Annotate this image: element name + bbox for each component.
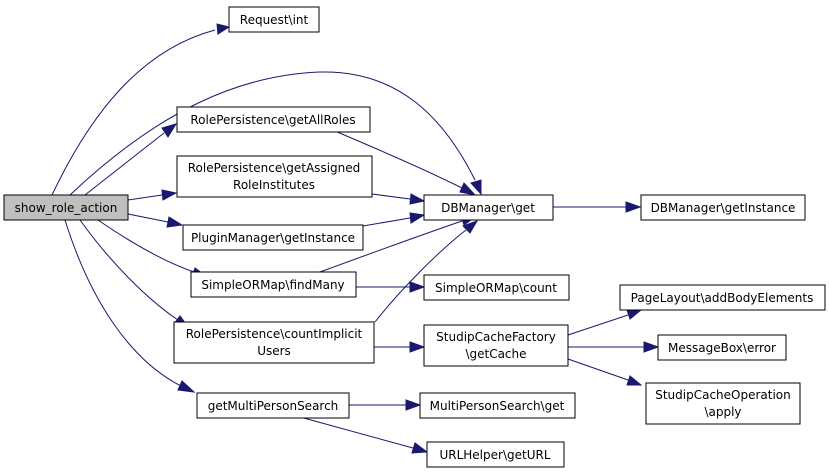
node-label: StudipCacheOperation [655,388,791,402]
edge-root-to-get-all-roles [84,132,165,196]
edge-cache-factory-to-cache-op [567,358,629,381]
edge-arrowhead [643,341,660,353]
edge-arrowhead [216,23,231,35]
edge-arrowhead [405,399,422,411]
node-label: PageLayout\addBodyElements [631,291,814,305]
node-label: Request\int [240,13,309,27]
node-mps-get[interactable]: MultiPersonSearch\get [419,392,576,419]
node-get-all-roles[interactable]: RolePersistence\getAllRoles [176,106,371,133]
node-label: RolePersistence\getAssigned [188,161,361,175]
node-cache-operation-apply[interactable]: StudipCacheOperation \apply [645,382,801,425]
edge-multi-person-search-to-url-helper [299,416,414,449]
edge-arrowhead [161,123,178,138]
edge-root-to-multi-person-search [64,219,182,387]
node-label: URLHelper\getURL [439,448,550,462]
node-show-role-action[interactable]: show_role_action [3,194,129,221]
edge-root-to-get-assigned [127,194,163,201]
edge-arrowhead [626,375,643,386]
node-label: getMultiPersonSearch [208,399,339,413]
edge-arrowhead [470,179,482,196]
node-label: MessageBox\error [668,341,776,355]
edge-find-many-to-db-get [319,220,463,273]
node-label: RolePersistence\countImplicit [186,327,363,341]
node-plugin-manager[interactable]: PluginManager\getInstance [182,224,364,251]
edge-arrowhead [409,281,426,293]
node-cache-factory[interactable]: StudipCacheFactory \getCache [423,324,569,367]
node-label: RoleInstitutes [233,178,315,192]
edge-count-implicit-to-db-get [374,229,467,323]
node-orm-count[interactable]: SimpleORMap\count [423,274,570,301]
edge-root-to-request-int [51,29,216,196]
edge-root-to-count-implicit [79,219,179,321]
node-request-int[interactable]: Request\int [228,6,320,33]
node-label: MultiPersonSearch\get [430,399,565,413]
edge-arrowhead [411,442,429,454]
node-url-helper[interactable]: URLHelper\getURL [426,441,565,468]
node-label: \getCache [465,347,526,361]
edge-arrowhead [462,220,479,234]
edge-arrowhead [177,380,196,393]
node-label: Users [257,344,291,358]
node-label: SimpleORMap\findMany [201,278,344,292]
node-get-assigned-role-institutes[interactable]: RolePersistence\getAssigned RoleInstitut… [176,155,373,198]
edge-root-to-db-get-long [69,71,476,196]
edge-get-assigned-to-db-get [371,193,411,200]
node-label: SimpleORMap\count [435,281,557,295]
node-label: RolePersistence\getAllRoles [190,113,355,127]
node-count-implicit-users[interactable]: RolePersistence\countImplicit Users [173,321,375,364]
edge-arrowhead [161,189,178,201]
node-multi-person-search[interactable]: getMultiPersonSearch [196,392,350,419]
node-db-get[interactable]: DBManager\get [423,194,554,221]
node-label: show_role_action [15,201,118,215]
edge-root-to-plugin-manager [127,213,169,223]
node-label: DBManager\getInstance [651,201,796,215]
node-db-get-instance[interactable]: DBManager\getInstance [640,194,806,221]
node-label: DBManager\get [441,201,535,215]
node-message-error[interactable]: MessageBox\error [657,334,787,361]
edge-arrowhead [459,182,477,196]
node-add-body-elements[interactable]: PageLayout\addBodyElements [619,284,826,311]
edge-arrowhead [409,193,426,205]
edge-cache-factory-to-add-body-elements [567,314,629,336]
edge-arrowhead [409,212,426,224]
edge-arrowhead [626,309,643,320]
edge-arrowhead [166,216,184,228]
edge-root-to-find-many [97,219,195,273]
edge-get-all-roles-to-db-get [329,128,463,189]
node-label: PluginManager\getInstance [191,231,355,245]
edge-plugin-manager-to-db-get [362,217,411,227]
edge-arrowhead [625,201,642,213]
edge-arrowhead [409,341,426,353]
node-label: \apply [704,405,741,419]
node-find-many[interactable]: SimpleORMap\findMany [190,271,357,298]
node-label: StudipCacheFactory [436,330,556,344]
